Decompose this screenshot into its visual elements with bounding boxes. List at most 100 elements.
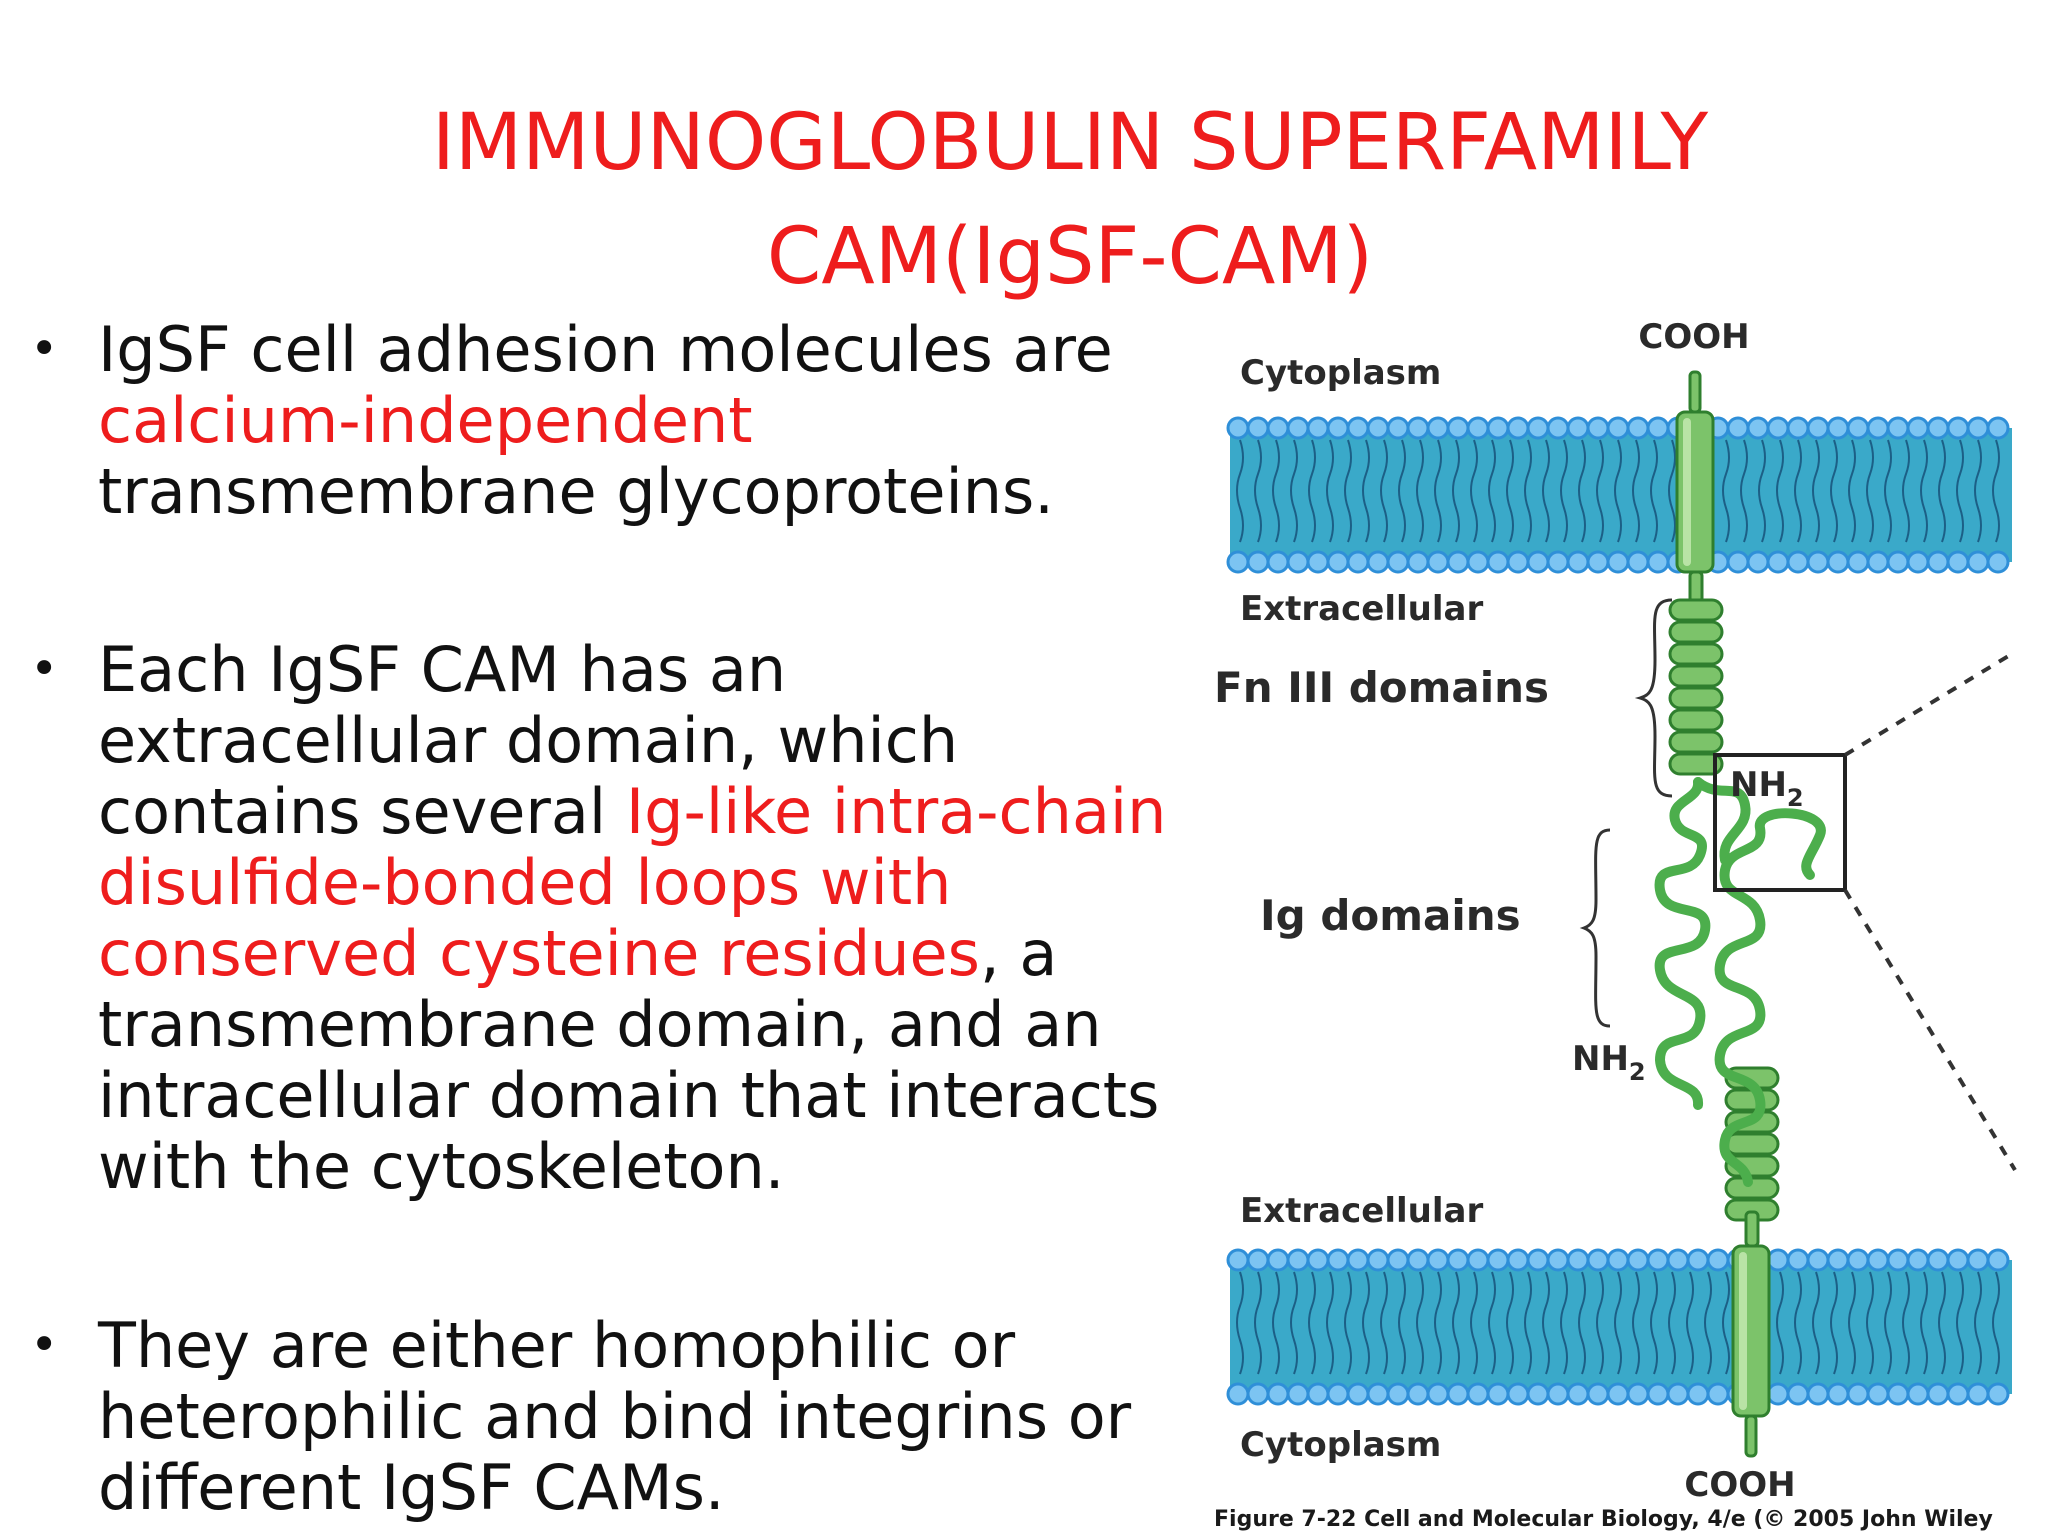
lipid-tail [1578,439,1586,543]
lipid-head [1286,416,1310,440]
lipid-tail [1722,439,1730,543]
bullet-text: They are either homophilic or heterophil… [98,1310,1178,1523]
lipid-head [1626,416,1650,440]
lipid-head [1566,416,1590,440]
lipid-head [1406,1248,1430,1272]
lipid-head [1766,1382,1790,1406]
lipid-head [1486,416,1510,440]
lipid-tail [1452,439,1460,543]
cooh-top-label: COOH [1638,317,1749,357]
upper-linker [1688,570,1704,604]
cytoplasm-bottom-label: Cytoplasm [1240,1425,1441,1465]
lipid-head [1546,1248,1570,1272]
lipid-head [1846,1248,1870,1272]
lipid-tail [1722,1271,1730,1375]
lipid-head [1526,550,1550,574]
lipid-tail [1560,439,1568,543]
lipid-head [1306,550,1330,574]
lipid-head [1486,1382,1510,1406]
nh2-box-label: NH2 [1730,765,1804,812]
lipid-head [1506,1248,1530,1272]
lipid-tail [1596,439,1604,543]
lipid-head [1346,1248,1370,1272]
lipid-tail [1344,439,1352,543]
lipid-head [1566,1248,1590,1272]
zoom-box [1713,650,2017,1172]
lipid-head [1706,1382,1730,1406]
lipid-tail [1830,1271,1838,1375]
bullet-text-highlight: Ig-like intra-chain disulfide-bonded loo… [98,775,1167,990]
lipid-head [1966,550,1990,574]
lipid-head [1786,1382,1810,1406]
lipid-head [1986,1248,2010,1272]
lipid-head [1466,550,1490,574]
lipid-tail [1776,439,1784,543]
fn3-domain-segment [1668,686,1724,710]
lipid-head [1946,1248,1970,1272]
ig-bracket [1579,828,1611,1028]
lipid-head [1446,550,1470,574]
bullet-dot-icon: • [30,321,59,377]
lipid-tail [1992,1271,2000,1375]
lipid-head [1226,1382,1250,1406]
lipid-head [1966,416,1990,440]
lipid-tail [1614,1271,1622,1375]
lipid-tail [1938,439,1946,543]
lipid-tail [1542,1271,1550,1375]
cytoplasm-top-label: Cytoplasm [1240,353,1441,393]
fn3-domain-stack-upper [1668,598,1724,776]
lipid-head [1386,1248,1410,1272]
lipid-tail [1308,1271,1316,1375]
lipid-head [1966,1248,1990,1272]
lipid-head [1286,1382,1310,1406]
lipid-head [1506,416,1530,440]
lipid-tail [1524,439,1532,543]
lipid-head [1426,550,1450,574]
lipid-head [1886,416,1910,440]
lipid-head [1526,1382,1550,1406]
nh2-lower-text: NH [1572,1039,1629,1079]
lipid-tail [1848,439,1856,543]
lipid-head [1346,550,1370,574]
lipid-tail [1812,439,1820,543]
lipid-tail [1272,1271,1280,1375]
igsf-cam-diagram: COOH Cytoplasm Extracellular Fn III doma… [1214,317,2017,1532]
lipid-head [1246,1382,1270,1406]
lipid-head [1306,1382,1330,1406]
lipid-head [1866,416,1890,440]
bullet-text-plain: transmembrane glycoproteins. [98,455,1055,528]
lipid-head [1306,1248,1330,1272]
lipid-head [1866,1382,1890,1406]
lipid-tail [1758,439,1766,543]
bullet-item: • They are either homophilic or heteroph… [20,1310,1190,1523]
lipid-head [1926,1248,1950,1272]
lipid-tail [1506,439,1514,543]
lipid-head [1906,416,1930,440]
lipid-head [1886,550,1910,574]
lipid-tail [1956,1271,1964,1375]
nh2-box-text: NH [1730,765,1787,805]
lipid-head [1626,1248,1650,1272]
lipid-head [1786,550,1810,574]
lipid-head [1986,416,2010,440]
lipid-head [1426,1382,1450,1406]
bullet-item: • Each IgSF CAM has an extracellular dom… [20,634,1190,1202]
lipid-head [1966,1382,1990,1406]
lipid-head [1246,1248,1270,1272]
lipid-head [1646,1248,1670,1272]
lipid-tail [1668,439,1676,543]
lipid-tail [1650,1271,1658,1375]
lipid-tail [1902,439,1910,543]
extracellular-lower-label: Extracellular [1240,1191,1483,1231]
lipid-tail [1596,1271,1604,1375]
lipid-head [1626,550,1650,574]
lipid-head [1386,416,1410,440]
lipid-tail [1434,439,1442,543]
lipid-head [1846,550,1870,574]
lipid-head [1766,1248,1790,1272]
lipid-tail [1992,439,2000,543]
lower-membrane [1226,1248,2012,1406]
fn3-domain-segment [1668,708,1724,732]
lipid-head [1986,550,2010,574]
lipid-head [1726,416,1750,440]
